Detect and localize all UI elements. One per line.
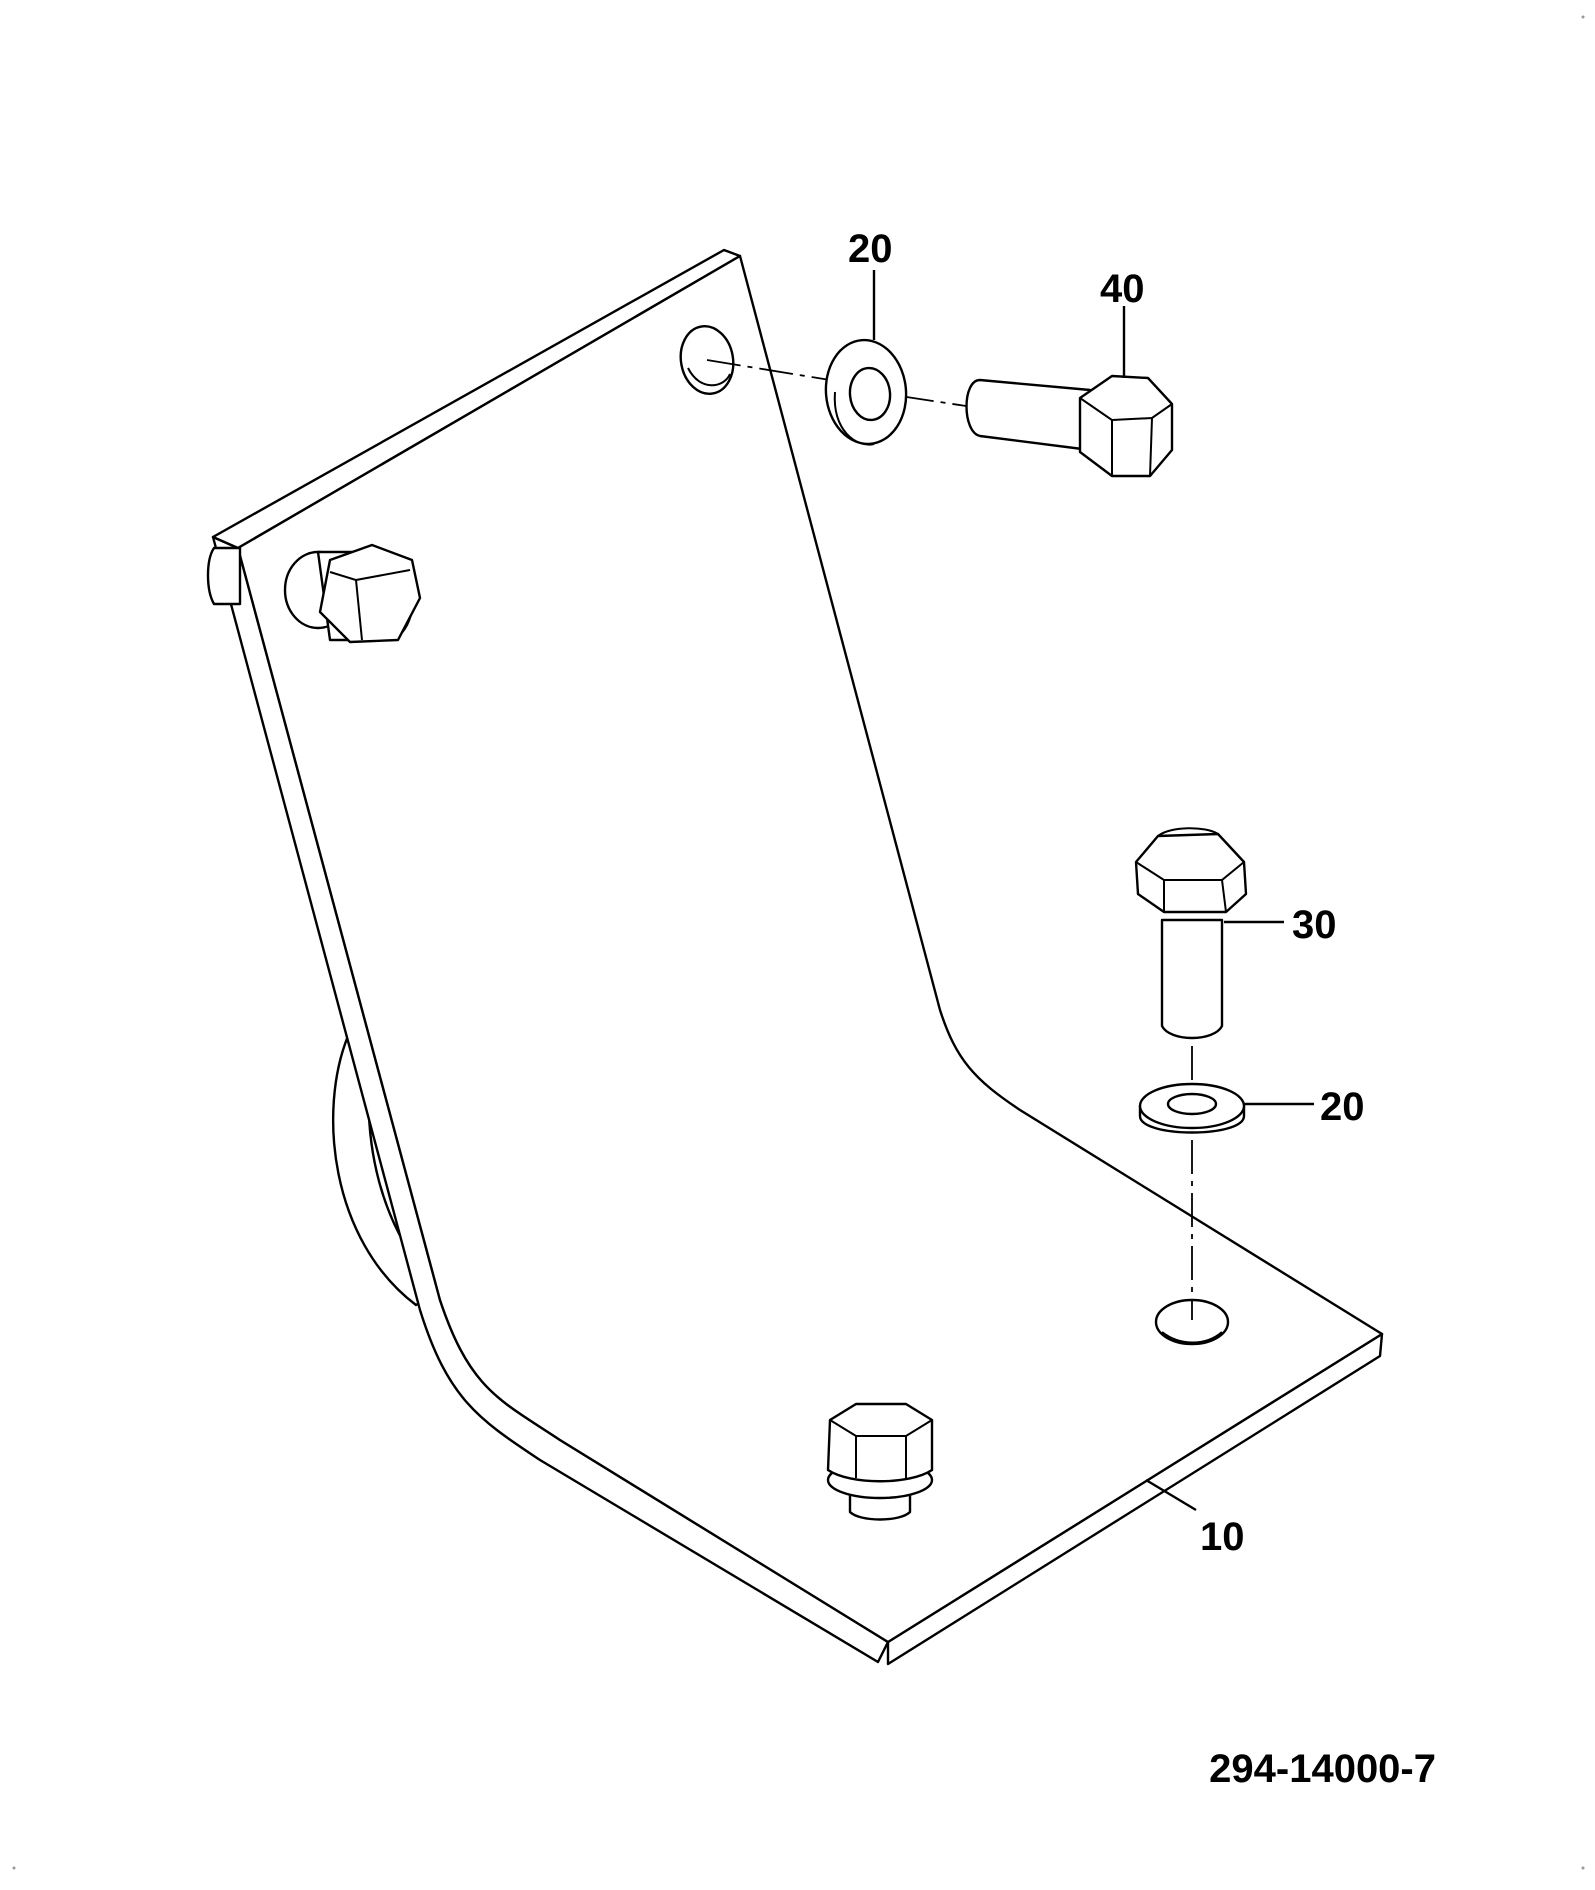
bolt-part-40 [965, 374, 1174, 478]
callout-bracket-10: 10 [1200, 1515, 1245, 1559]
assembly-axis-upper [706, 359, 967, 407]
washer-part-20-lower [1138, 1082, 1246, 1134]
installed-bolt-upper [206, 543, 422, 644]
installed-bolt-lower [826, 1402, 934, 1521]
mounting-hole-lower [1154, 1298, 1230, 1346]
figure-number: 294-14000-7 [1209, 1747, 1436, 1791]
washer-part-20-upper [824, 338, 908, 446]
callout-bolt-30: 30 [1292, 903, 1337, 947]
bolt-part-30 [1134, 827, 1248, 1040]
callout-washer-20-lower: 20 [1320, 1085, 1365, 1129]
corner-marks [12, 15, 1585, 1870]
leader-lines [872, 270, 1314, 1512]
bracket-part-10 [211, 248, 1384, 1666]
callout-bolt-40: 40 [1100, 267, 1145, 311]
callout-washer-20-upper: 20 [848, 227, 893, 271]
